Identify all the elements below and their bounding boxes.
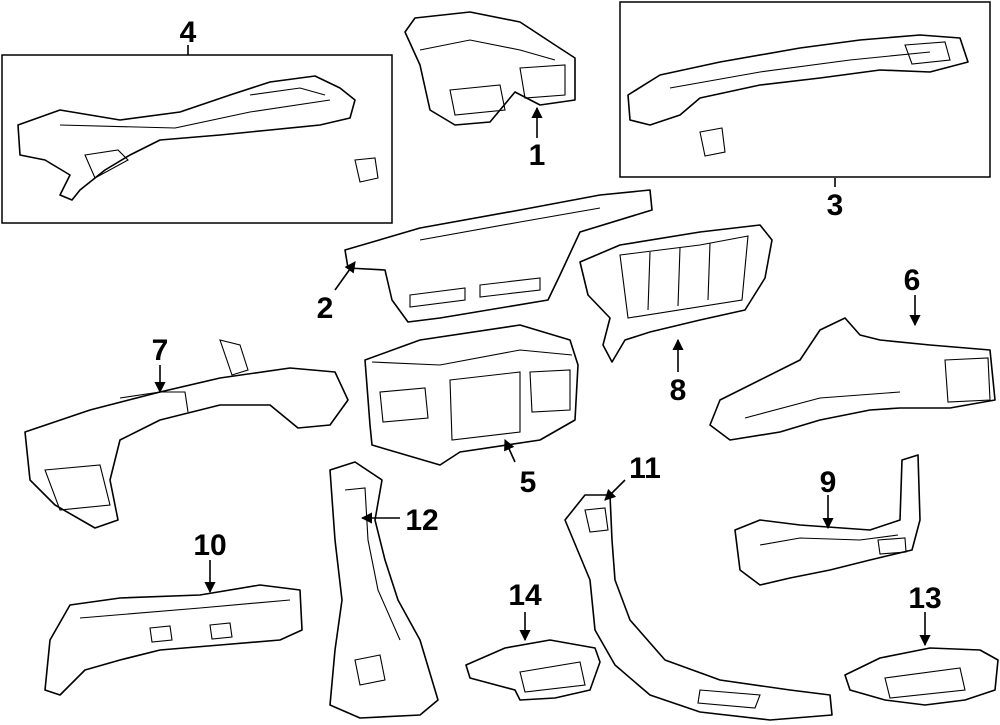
leader-11 <box>604 479 626 501</box>
callout-2: 2 <box>317 292 334 325</box>
callout-12: 12 <box>405 504 438 537</box>
part-5-drawing <box>364 324 579 466</box>
callout-6: 6 <box>904 264 921 297</box>
part-11-drawing <box>564 494 833 721</box>
callout-4: 4 <box>180 16 197 49</box>
part-6-drawing <box>709 317 996 441</box>
callout-1: 1 <box>529 139 546 172</box>
part-2-drawing <box>344 189 653 323</box>
callout-10: 10 <box>193 529 226 562</box>
callout-8: 8 <box>670 374 687 407</box>
inset-frame-part-3 <box>619 1 991 178</box>
part-12-drawing <box>329 461 439 719</box>
callout-11: 11 <box>629 452 661 485</box>
part-8-drawing <box>579 224 773 363</box>
part-4-drawing <box>17 75 379 201</box>
part-3-drawing <box>627 34 969 157</box>
callout-14: 14 <box>508 579 542 612</box>
part-13-drawing <box>844 647 999 706</box>
leader-5 <box>504 438 516 463</box>
callout-3: 3 <box>827 189 844 222</box>
callout-13: 13 <box>908 582 941 615</box>
part-14-drawing <box>465 639 601 701</box>
part-7-drawing <box>24 339 349 529</box>
callout-5: 5 <box>520 466 537 499</box>
callout-labels: 1 2 3 4 5 6 7 8 9 10 11 12 13 14 <box>152 16 942 615</box>
inset-frame-part-4 <box>1 54 393 224</box>
leader-lines <box>154 45 931 647</box>
part-10-drawing <box>44 584 303 696</box>
callout-9: 9 <box>820 466 837 499</box>
leader-2 <box>334 261 356 291</box>
callout-7: 7 <box>152 334 169 367</box>
part-1-drawing <box>404 11 576 126</box>
